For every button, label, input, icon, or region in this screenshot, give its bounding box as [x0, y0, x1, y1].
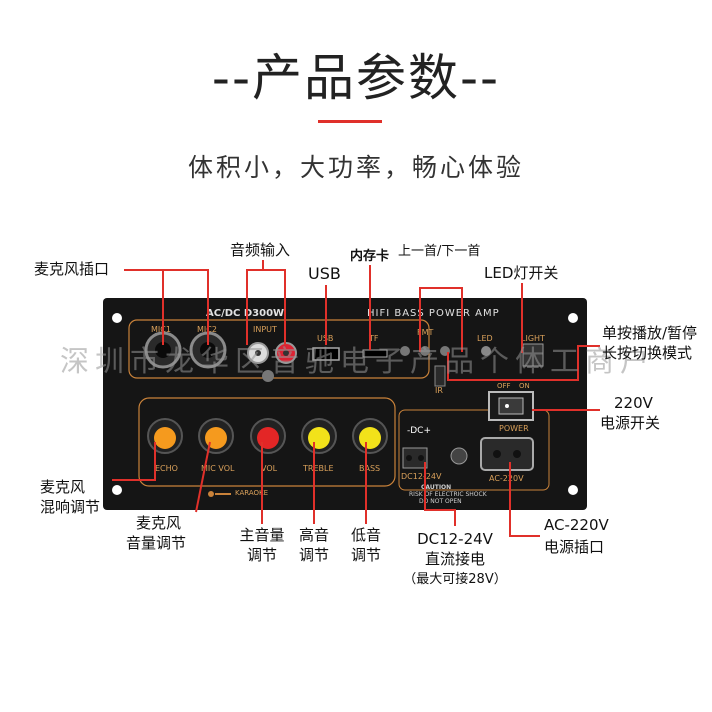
panel-brand: HIFI BASS POWER AMP: [367, 308, 500, 319]
label-master-vol-2: 调节: [246, 546, 277, 564]
screw-icon: [262, 370, 274, 382]
panel-model: AC/DC D300W: [206, 308, 285, 319]
panel-caution: CAUTION: [421, 484, 452, 491]
panel-mic-vol: MIC VOL: [201, 464, 235, 473]
power-rocker-icon: [488, 391, 534, 421]
label-dc-2: 直流接电: [424, 550, 485, 568]
amplifier-panel: AC/DC D300W HIFI BASS POWER AMP MIC1 MIC…: [103, 298, 587, 510]
label-bass-1: 低音: [350, 526, 381, 544]
panel-fmt: FMT: [417, 328, 434, 337]
fuse-holder-icon: [450, 447, 468, 465]
led-indicator-icon: [481, 346, 491, 356]
label-play-pause-1: 单按播放/暂停: [602, 324, 698, 342]
panel-led: LED: [477, 334, 493, 343]
panel-bass: BASS: [359, 464, 381, 473]
label-dc-1: DC12-24V: [417, 530, 493, 548]
usb-slot-icon: [312, 347, 340, 361]
leader-echo: [112, 442, 156, 481]
label-led-switch: LED灯开关: [484, 264, 559, 282]
screw-hole: [568, 313, 578, 323]
power-frame: [398, 409, 550, 491]
leader-play-pause: [447, 345, 600, 381]
ir-receiver-icon: [434, 365, 446, 387]
prev-button-icon: [400, 346, 410, 356]
label-echo-2: 混响调节: [40, 498, 101, 516]
leader-audio-input: [262, 260, 286, 345]
panel-tf: TF: [369, 334, 379, 343]
label-mic-vol-2: 音量调节: [126, 534, 187, 552]
panel-power: POWER: [499, 424, 529, 433]
dc-jack-icon: [402, 447, 428, 469]
screw-hole: [568, 485, 578, 495]
panel-on: ON: [519, 382, 530, 390]
panel-ir: IR: [435, 386, 443, 395]
label-power-2: 电源开关: [600, 414, 661, 432]
leader-dc: [424, 462, 456, 526]
panel-dc-range: DC12-24V: [401, 472, 442, 481]
panel-input: INPUT: [253, 325, 277, 334]
label-ac-2: 电源插口: [544, 538, 605, 556]
tf-slot-icon: [362, 349, 388, 358]
leader-mic2: [163, 269, 209, 345]
panel-light: LIGHT: [521, 334, 545, 343]
screw-hole: [112, 485, 122, 495]
ac-socket-icon: [480, 437, 534, 471]
page-title: --产品参数--: [211, 49, 501, 107]
leader-ac: [509, 462, 540, 537]
page-subtitle: 体积小，大功率，畅心体验: [187, 153, 524, 182]
panel-dc-mark: -DC+: [407, 426, 432, 436]
watermark: 深圳市龙华区音驰电子产品个体工商户: [60, 344, 656, 378]
label-power-1: 220V: [614, 394, 653, 412]
panel-caution-2: RISK OF ELECTRIC SHOCK: [409, 491, 487, 498]
label-memory-card: 内存卡: [350, 249, 390, 264]
label-mic-jack: 麦克风插口: [34, 260, 110, 278]
label-play-pause-2: 长按切换模式: [602, 344, 693, 362]
panel-mic2: MIC2: [197, 325, 217, 334]
label-prev-next: 上一首/下一首: [398, 244, 481, 259]
light-switch-icon: [522, 343, 544, 367]
title-underline: [318, 120, 382, 123]
fmt-button-icon: [420, 346, 430, 356]
screw-hole: [112, 313, 122, 323]
leader-prev-next: [419, 287, 463, 352]
label-bass-2: 调节: [350, 546, 381, 564]
label-master-vol-1: 主音量: [239, 526, 285, 544]
leader-mic-vol: [195, 441, 211, 513]
panel-off: OFF: [497, 382, 511, 390]
label-echo-1: 麦克风: [40, 478, 86, 496]
panel-mic1: MIC1: [151, 325, 171, 334]
panel-karaoke: KARAOKE: [235, 489, 269, 497]
panel-vol: VOL: [261, 464, 278, 473]
panel-caution-3: DO NOT OPEN: [419, 498, 462, 505]
label-audio-input: 音频输入: [230, 241, 291, 259]
knob-frame: [138, 397, 396, 487]
label-dc-3: （最大可接28V）: [403, 572, 507, 587]
label-treble-2: 调节: [298, 546, 329, 564]
label-usb: USB: [308, 264, 341, 283]
panel-ac-range: AC-220V: [489, 474, 524, 483]
panel-echo: ECHO: [155, 464, 178, 473]
panel-treble: TREBLE: [303, 464, 334, 473]
label-mic-vol-1: 麦克风: [136, 514, 182, 532]
leader-audio-input-2: [246, 269, 263, 345]
label-ac-1: AC-220V: [544, 516, 609, 534]
bass-knob-icon: [352, 418, 388, 454]
echo-knob-icon: [147, 418, 183, 454]
label-treble-1: 高音: [298, 526, 329, 544]
panel-artwork: [112, 313, 578, 497]
leader-mic1: [124, 269, 164, 345]
